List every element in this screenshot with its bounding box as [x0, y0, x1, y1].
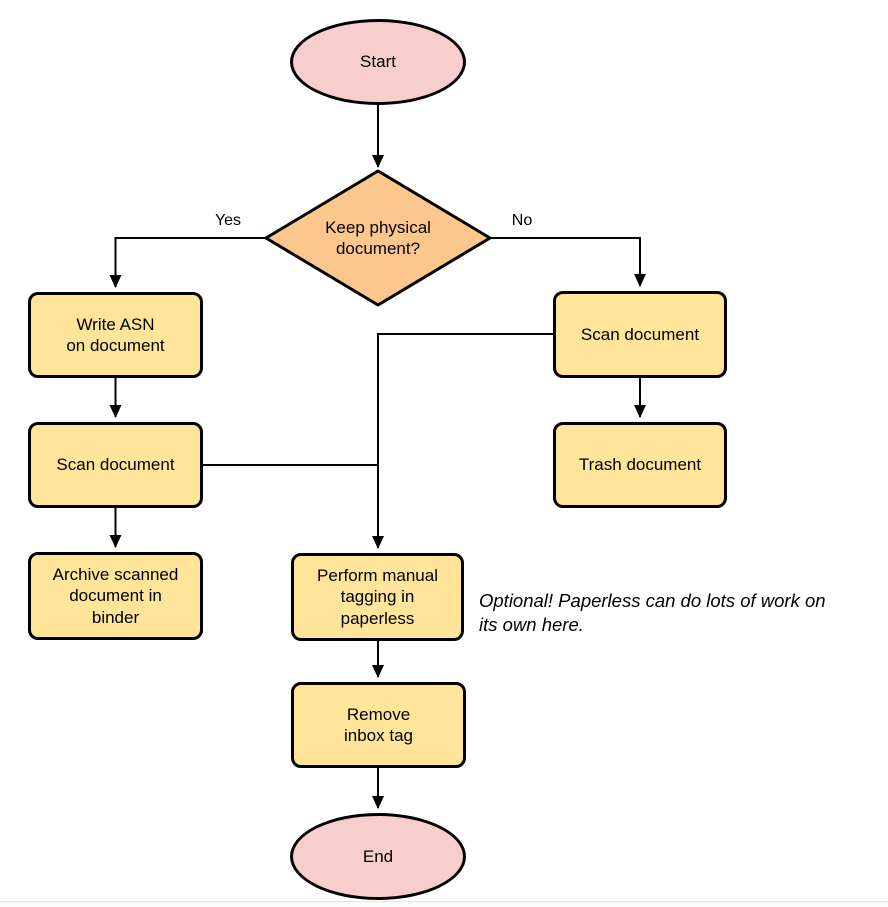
- bottom-divider: [0, 901, 888, 902]
- node-start-label: Start: [360, 52, 396, 72]
- edge-scan-right-to-tagging: [372, 333, 553, 549]
- edge-label-yes: Yes: [214, 212, 242, 229]
- node-decision-label: Keep physical document?: [325, 217, 431, 258]
- decision-diamond-shape: [264, 169, 492, 307]
- node-scan-document-left-label: Scan document: [56, 455, 175, 475]
- node-remove-inbox-tag-label: Remove inbox tag: [344, 704, 413, 745]
- node-trash-document: Trash document: [553, 422, 727, 508]
- node-archive-document: Archive scanned document in binder: [28, 552, 203, 640]
- node-end: End: [290, 813, 466, 900]
- node-write-asn-label: Write ASN on document: [66, 314, 165, 355]
- node-scan-document-right-label: Scan document: [580, 324, 700, 344]
- node-end-label: End: [362, 846, 394, 866]
- annotation-optional-note: Optional! Paperless can do lots of work …: [479, 590, 826, 636]
- node-manual-tagging-label: Perform manual tagging in paperless: [317, 566, 438, 628]
- node-scan-document-left: Scan document: [28, 422, 203, 508]
- node-start: Start: [290, 19, 466, 105]
- node-archive-document-label: Archive scanned document in binder: [52, 565, 179, 627]
- node-trash-document-label: Trash document: [578, 455, 702, 475]
- node-scan-document-right: Scan document: [553, 291, 727, 378]
- edge-label-no: No: [511, 212, 533, 229]
- edge-decision-no-to-scan-right: [490, 237, 646, 287]
- node-remove-inbox-tag: Remove inbox tag: [291, 682, 466, 768]
- edge-decision-yes-to-write-asn: [109, 237, 266, 288]
- bottom-strip: [0, 902, 888, 907]
- node-write-asn: Write ASN on document: [28, 292, 203, 378]
- node-manual-tagging: Perform manual tagging in paperless: [291, 553, 464, 641]
